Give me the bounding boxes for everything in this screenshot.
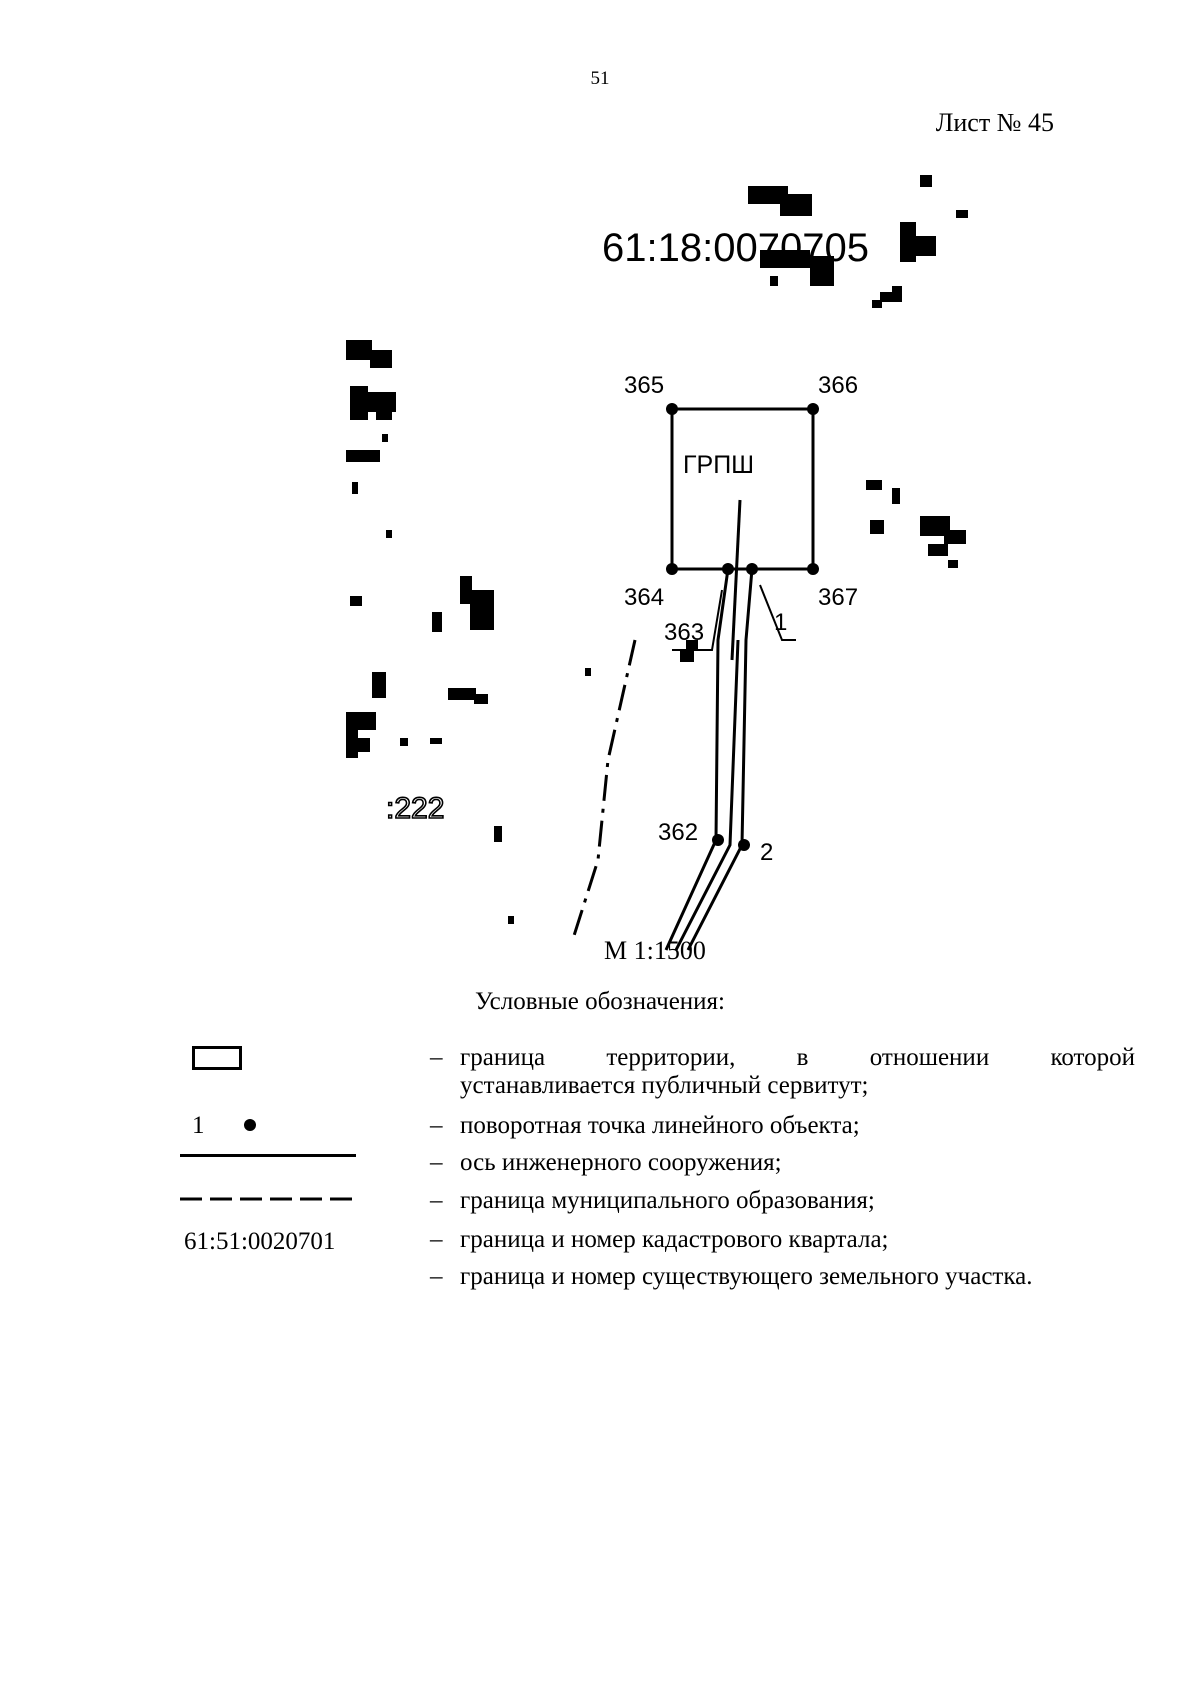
page-number: 51 <box>590 68 610 89</box>
map-scale: М 1:1500 <box>604 936 706 965</box>
point-365 <box>666 403 678 415</box>
legend-desc-parcel: граница и номер существующего земельного… <box>460 1263 1033 1290</box>
point-label-1: 1 <box>774 609 787 636</box>
point-364 <box>666 563 678 575</box>
legend-desc-boundary-line1: граница территории, в отношении которой <box>460 1044 1135 1071</box>
pipeline-right <box>686 568 754 951</box>
point-label-362: 362 <box>658 819 698 846</box>
leader-363 <box>672 589 723 651</box>
pipeline-middle <box>674 639 740 951</box>
legend-title: Условные обозначения: <box>474 988 726 1015</box>
legend-quarter-number-symbol: 61:51:0020701 <box>184 1228 336 1255</box>
legend-point-symbol <box>244 1119 256 1131</box>
legend-desc-axis: ось инженерного сооружения; <box>460 1149 782 1176</box>
building-blobs <box>346 175 968 924</box>
point-363 <box>722 563 734 575</box>
legend-rectangle-symbol <box>192 1046 242 1070</box>
legend-dashed-line-symbol <box>180 1197 358 1201</box>
sheet-label: Лист № 45 <box>935 108 1054 137</box>
legend-desc-boundary-line2: устанавливается публичный сервитут; <box>460 1072 869 1099</box>
point-label-366: 366 <box>818 372 858 399</box>
object-label: ГРПШ <box>683 451 754 479</box>
point-366 <box>807 403 819 415</box>
point-367 <box>807 563 819 575</box>
point-1 <box>746 563 758 575</box>
servitude-boundary <box>670 407 815 571</box>
legend-dash-2: – <box>430 1112 443 1139</box>
legend-dash-1: – <box>430 1044 443 1071</box>
point-label-367: 367 <box>818 584 858 611</box>
cadastral-map: 61:18:0070705 ГРПШ :222 365 366 364 367 … <box>346 175 968 951</box>
turning-points <box>666 403 819 851</box>
center-line <box>730 499 742 661</box>
legend-desc-municipal: граница муниципального образования; <box>460 1187 875 1214</box>
point-362 <box>712 834 724 846</box>
point-label-364: 364 <box>624 584 664 611</box>
legend-point-symbol-label: 1 <box>192 1112 205 1139</box>
leader-1 <box>759 584 796 641</box>
municipal-boundary-line <box>570 639 637 943</box>
legend-desc-quarter: граница и номер кадастрового квартала; <box>460 1226 889 1253</box>
legend-dash-6: – <box>430 1263 443 1290</box>
legend-dash-4: – <box>430 1187 443 1214</box>
quarter-number-label: 61:18:0070705 <box>602 226 869 270</box>
pipeline-left <box>664 568 730 951</box>
point-label-2: 2 <box>760 839 773 866</box>
legend-dash-3: – <box>430 1149 443 1176</box>
legend-dash-5: – <box>430 1226 443 1253</box>
point-label-363: 363 <box>664 619 704 646</box>
legend-solid-line-symbol <box>180 1154 356 1157</box>
parcel-label: :222 <box>386 792 444 825</box>
legend-desc-turning-point: поворотная точка линейного объекта; <box>460 1112 860 1139</box>
point-2 <box>738 839 750 851</box>
point-label-365: 365 <box>624 372 664 399</box>
